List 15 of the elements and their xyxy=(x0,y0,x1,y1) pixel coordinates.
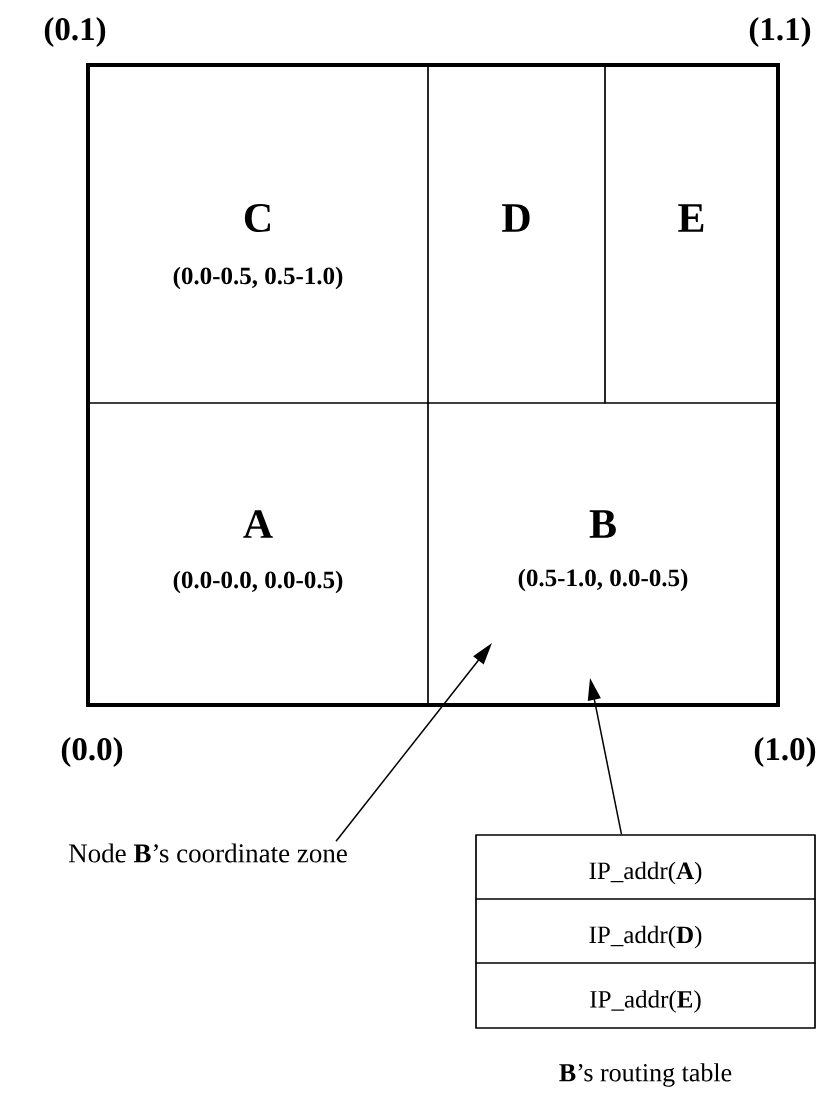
zone-cell: C (0.0-0.5, 0.5-1.0) xyxy=(87,64,429,404)
coordinate-space-box xyxy=(86,63,780,707)
corner-label: (0.0) xyxy=(61,737,123,767)
table-row: IP_addr(E) xyxy=(475,962,816,1029)
table-caption: B’s routing table xyxy=(559,1063,732,1087)
zone-cell: B (0.5-1.0, 0.0-0.5) xyxy=(427,402,779,706)
corner-label: (1.1) xyxy=(749,17,811,47)
zone-cell: A (0.0-0.0, 0.0-0.5) xyxy=(87,402,429,706)
corner-label: (0.1) xyxy=(44,17,106,47)
zone-cell: D xyxy=(427,64,606,404)
annotation-text: Node B’s coordinate zone xyxy=(68,843,347,863)
table-row: IP_addr(D) xyxy=(475,898,816,964)
table-row: IP_addr(A) xyxy=(475,834,816,900)
zone-cell: E xyxy=(604,64,779,404)
corner-label: (1.0) xyxy=(754,737,816,767)
